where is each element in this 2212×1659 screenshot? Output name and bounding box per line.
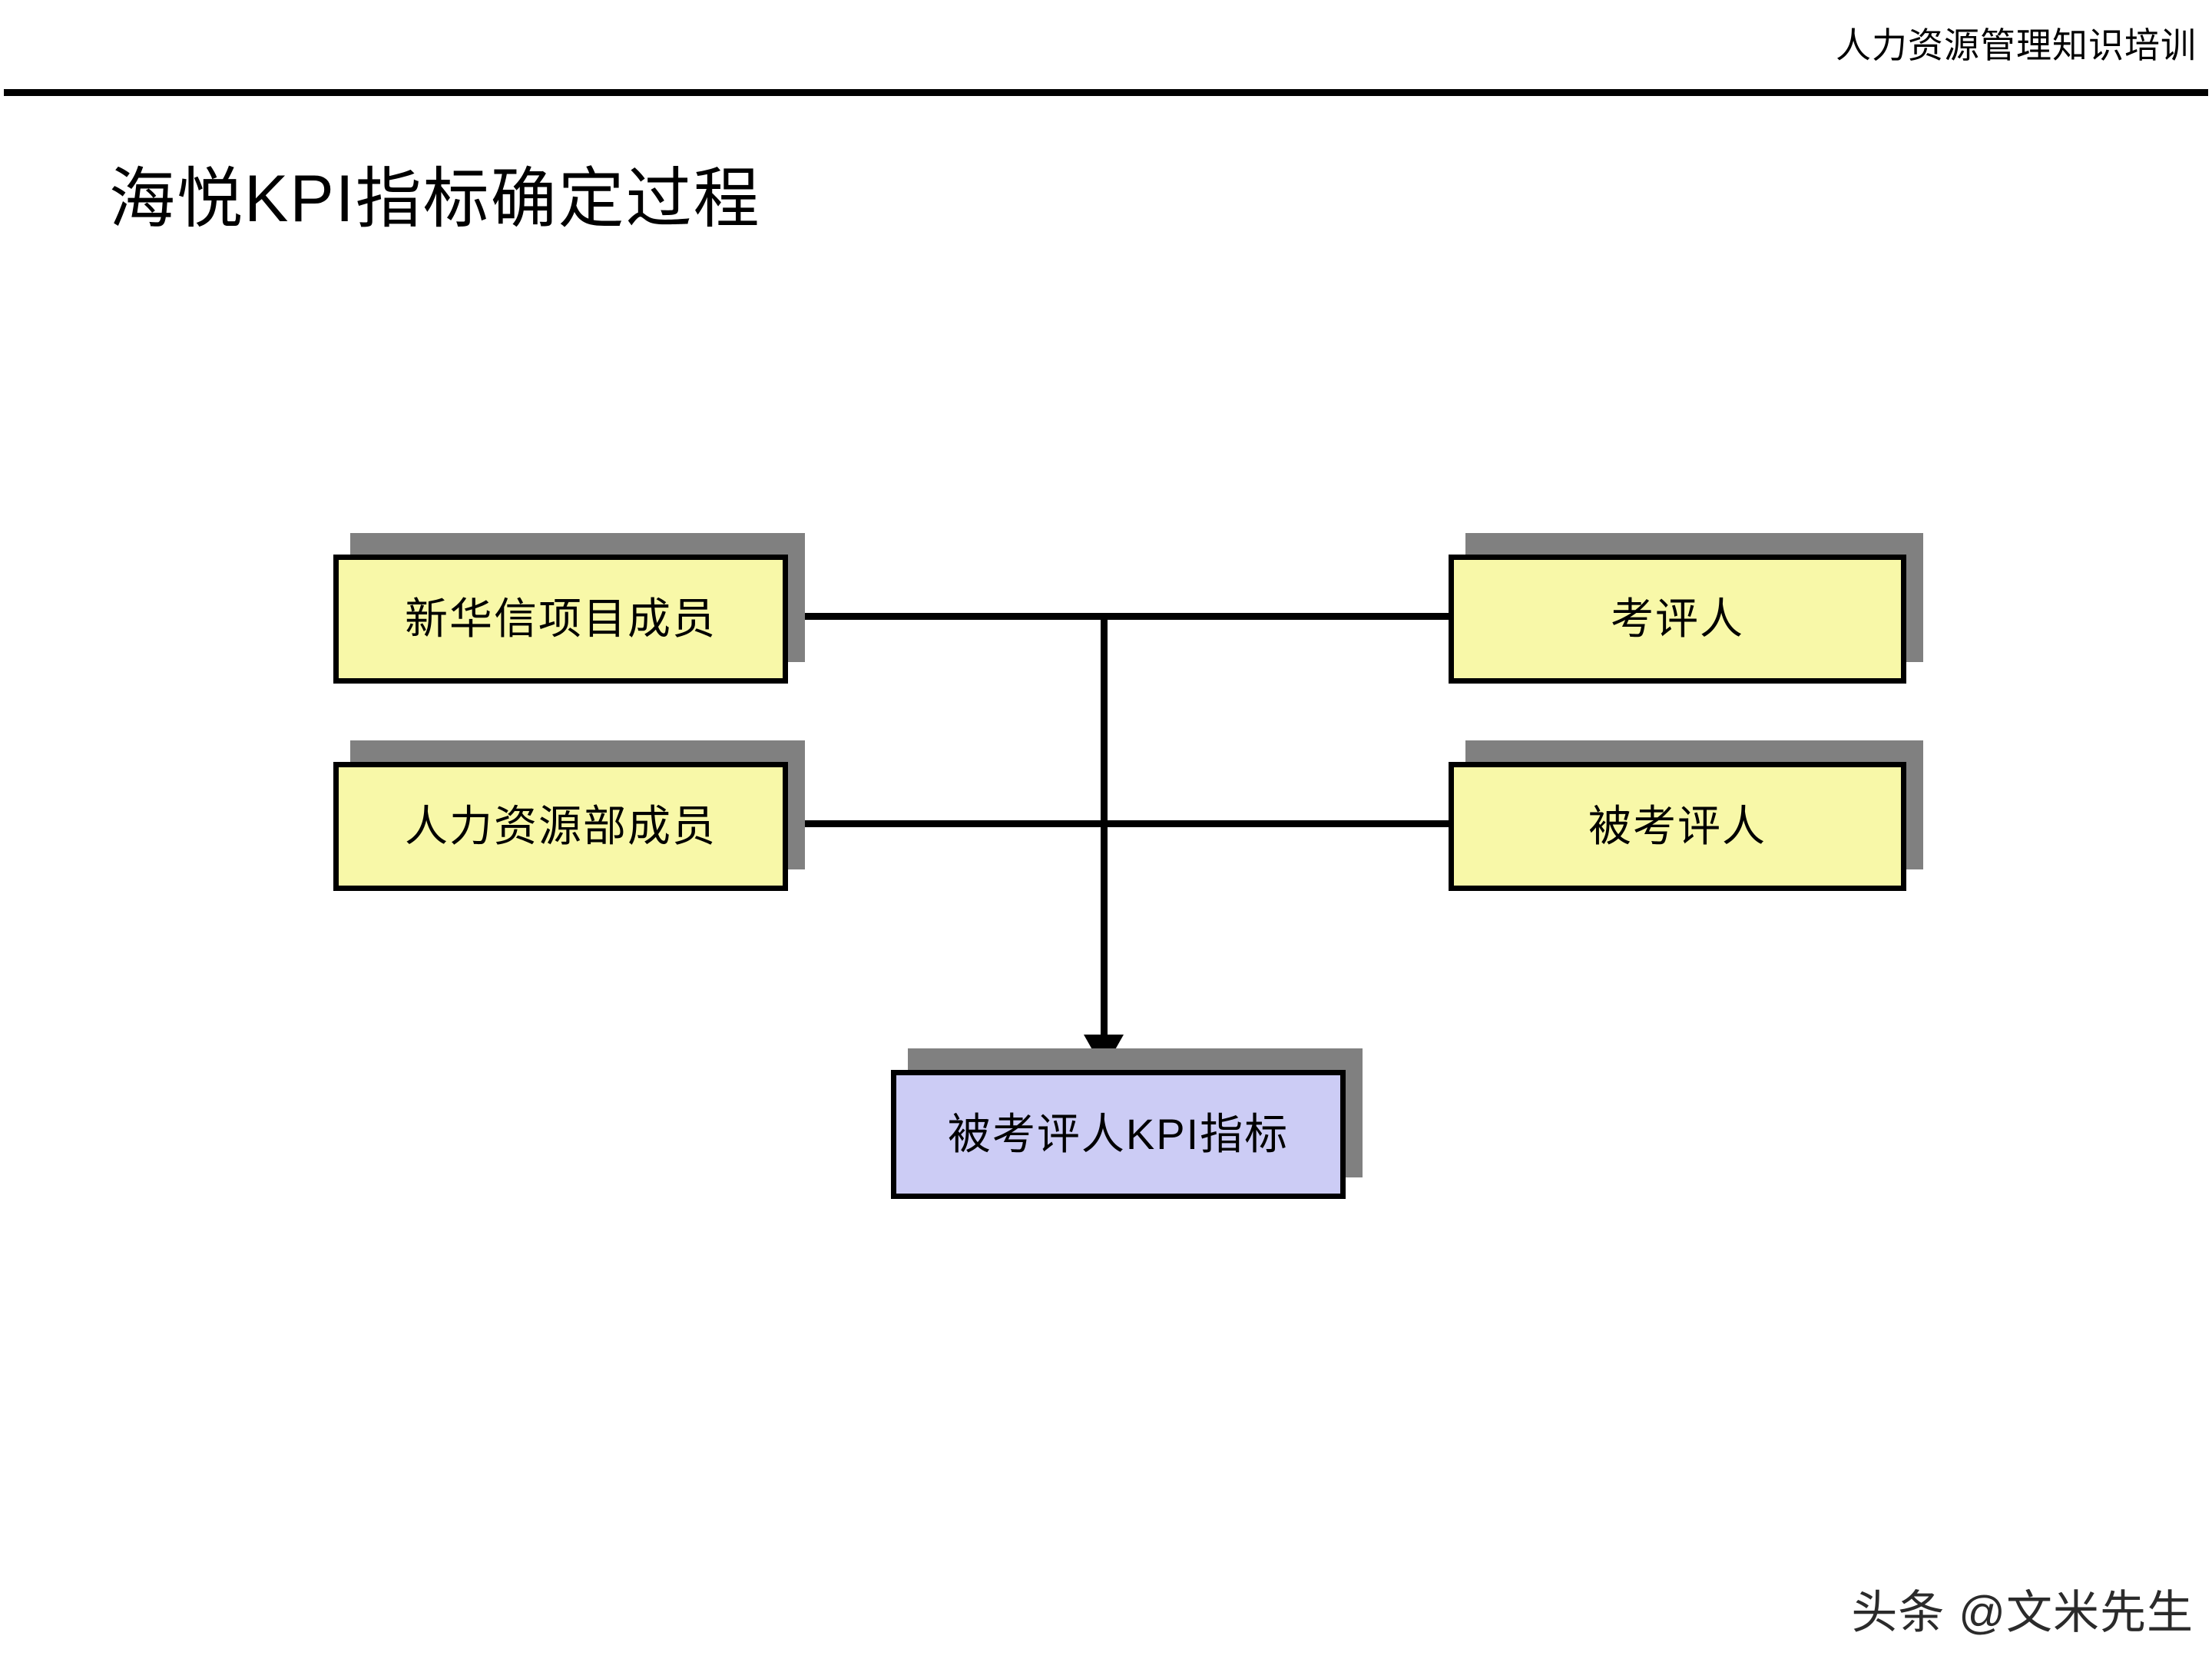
header-divider: [4, 89, 2208, 96]
page-title: 海悦KPI指标确定过程: [109, 162, 761, 236]
connector-top-row: [788, 613, 1450, 620]
header-title: 人力资源管理知识培训: [1836, 25, 2197, 65]
node-label: 被考评人KPI指标: [947, 1110, 1290, 1158]
node-label: 被考评人: [1588, 802, 1767, 850]
node-evaluator[interactable]: 考评人: [1449, 533, 1923, 684]
connector-vertical-trunk: [1101, 613, 1108, 1037]
node-body: 考评人: [1449, 555, 1906, 684]
connector-bottom-row: [788, 820, 1450, 827]
node-label: 新华信项目成员: [405, 594, 717, 643]
node-hr-members[interactable]: 人力资源部成员: [333, 740, 805, 891]
node-evaluatee[interactable]: 被考评人: [1449, 740, 1923, 891]
node-body: 被考评人: [1449, 762, 1906, 891]
node-body: 新华信项目成员: [333, 555, 788, 684]
watermark-text: 头条 @文米先生: [1851, 1587, 2194, 1638]
node-label: 人力资源部成员: [405, 802, 717, 850]
node-evaluatee-kpi[interactable]: 被考评人KPI指标: [891, 1048, 1363, 1199]
node-label: 考评人: [1611, 594, 1744, 643]
node-body: 人力资源部成员: [333, 762, 788, 891]
node-xinhuaxin-members[interactable]: 新华信项目成员: [333, 533, 805, 684]
node-body: 被考评人KPI指标: [891, 1070, 1346, 1199]
